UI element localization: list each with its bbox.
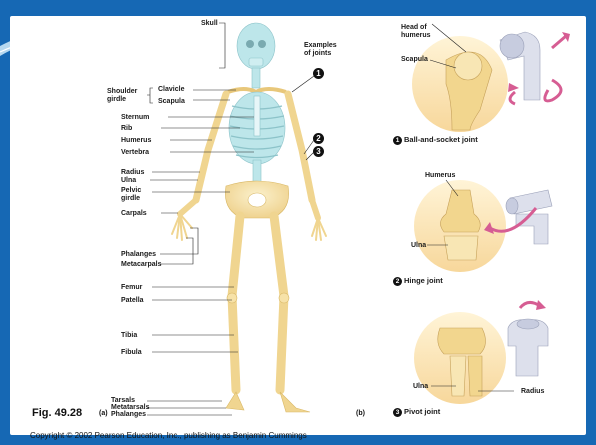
label-skull: Skull bbox=[201, 20, 218, 28]
panel-b-label: (b) bbox=[356, 410, 365, 417]
skeleton-figure bbox=[172, 23, 326, 412]
label-femur: Femur bbox=[121, 284, 142, 292]
label-clavicle: Clavicle bbox=[158, 86, 184, 94]
joint-marker-1: 1 bbox=[313, 68, 324, 79]
joint-marker-2: 2 bbox=[313, 133, 324, 144]
label-sternum: Sternum bbox=[121, 114, 149, 122]
label-phalanges-hand: Phalanges bbox=[121, 251, 156, 259]
label-carpals: Carpals bbox=[121, 210, 147, 218]
label-metacarpals: Metacarpals bbox=[121, 261, 161, 269]
label-radius: Radius bbox=[121, 169, 144, 177]
ball-socket-illustration bbox=[412, 32, 570, 132]
label-shoulder-girdle: Shoulder girdle bbox=[107, 88, 147, 104]
label-examples-of-joints: Examples of joints bbox=[304, 42, 344, 58]
label-scapula-joint: Scapula bbox=[401, 56, 428, 64]
label-pelvic-girdle: Pelvic girdle bbox=[121, 187, 151, 203]
copyright-notice: Copyright © 2002 Pearson Education, Inc.… bbox=[30, 431, 307, 440]
label-humerus: Humerus bbox=[121, 137, 151, 145]
label-humerus-joint: Humerus bbox=[425, 172, 455, 180]
label-ulna-pivot: Ulna bbox=[413, 383, 428, 391]
label-scapula: Scapula bbox=[158, 98, 185, 106]
label-vertebra: Vertebra bbox=[121, 149, 149, 157]
label-rib: Rib bbox=[121, 125, 132, 133]
label-patella: Patella bbox=[121, 297, 144, 305]
label-phalanges-foot: Phalanges bbox=[111, 411, 146, 419]
label-ulna-joint: Ulna bbox=[411, 242, 426, 250]
label-ulna: Ulna bbox=[121, 177, 136, 185]
label-tibia: Tibia bbox=[121, 332, 137, 340]
joint-marker-3: 3 bbox=[313, 146, 324, 157]
panel-a-label: (a) bbox=[99, 410, 108, 417]
label-fibula: Fibula bbox=[121, 349, 142, 357]
hinge-joint-illustration bbox=[414, 180, 552, 272]
label-radius-pivot: Radius bbox=[521, 388, 544, 396]
label-head-of-humerus: Head of humerus bbox=[401, 24, 435, 40]
figure-label: Fig. 49.28 bbox=[32, 407, 82, 419]
